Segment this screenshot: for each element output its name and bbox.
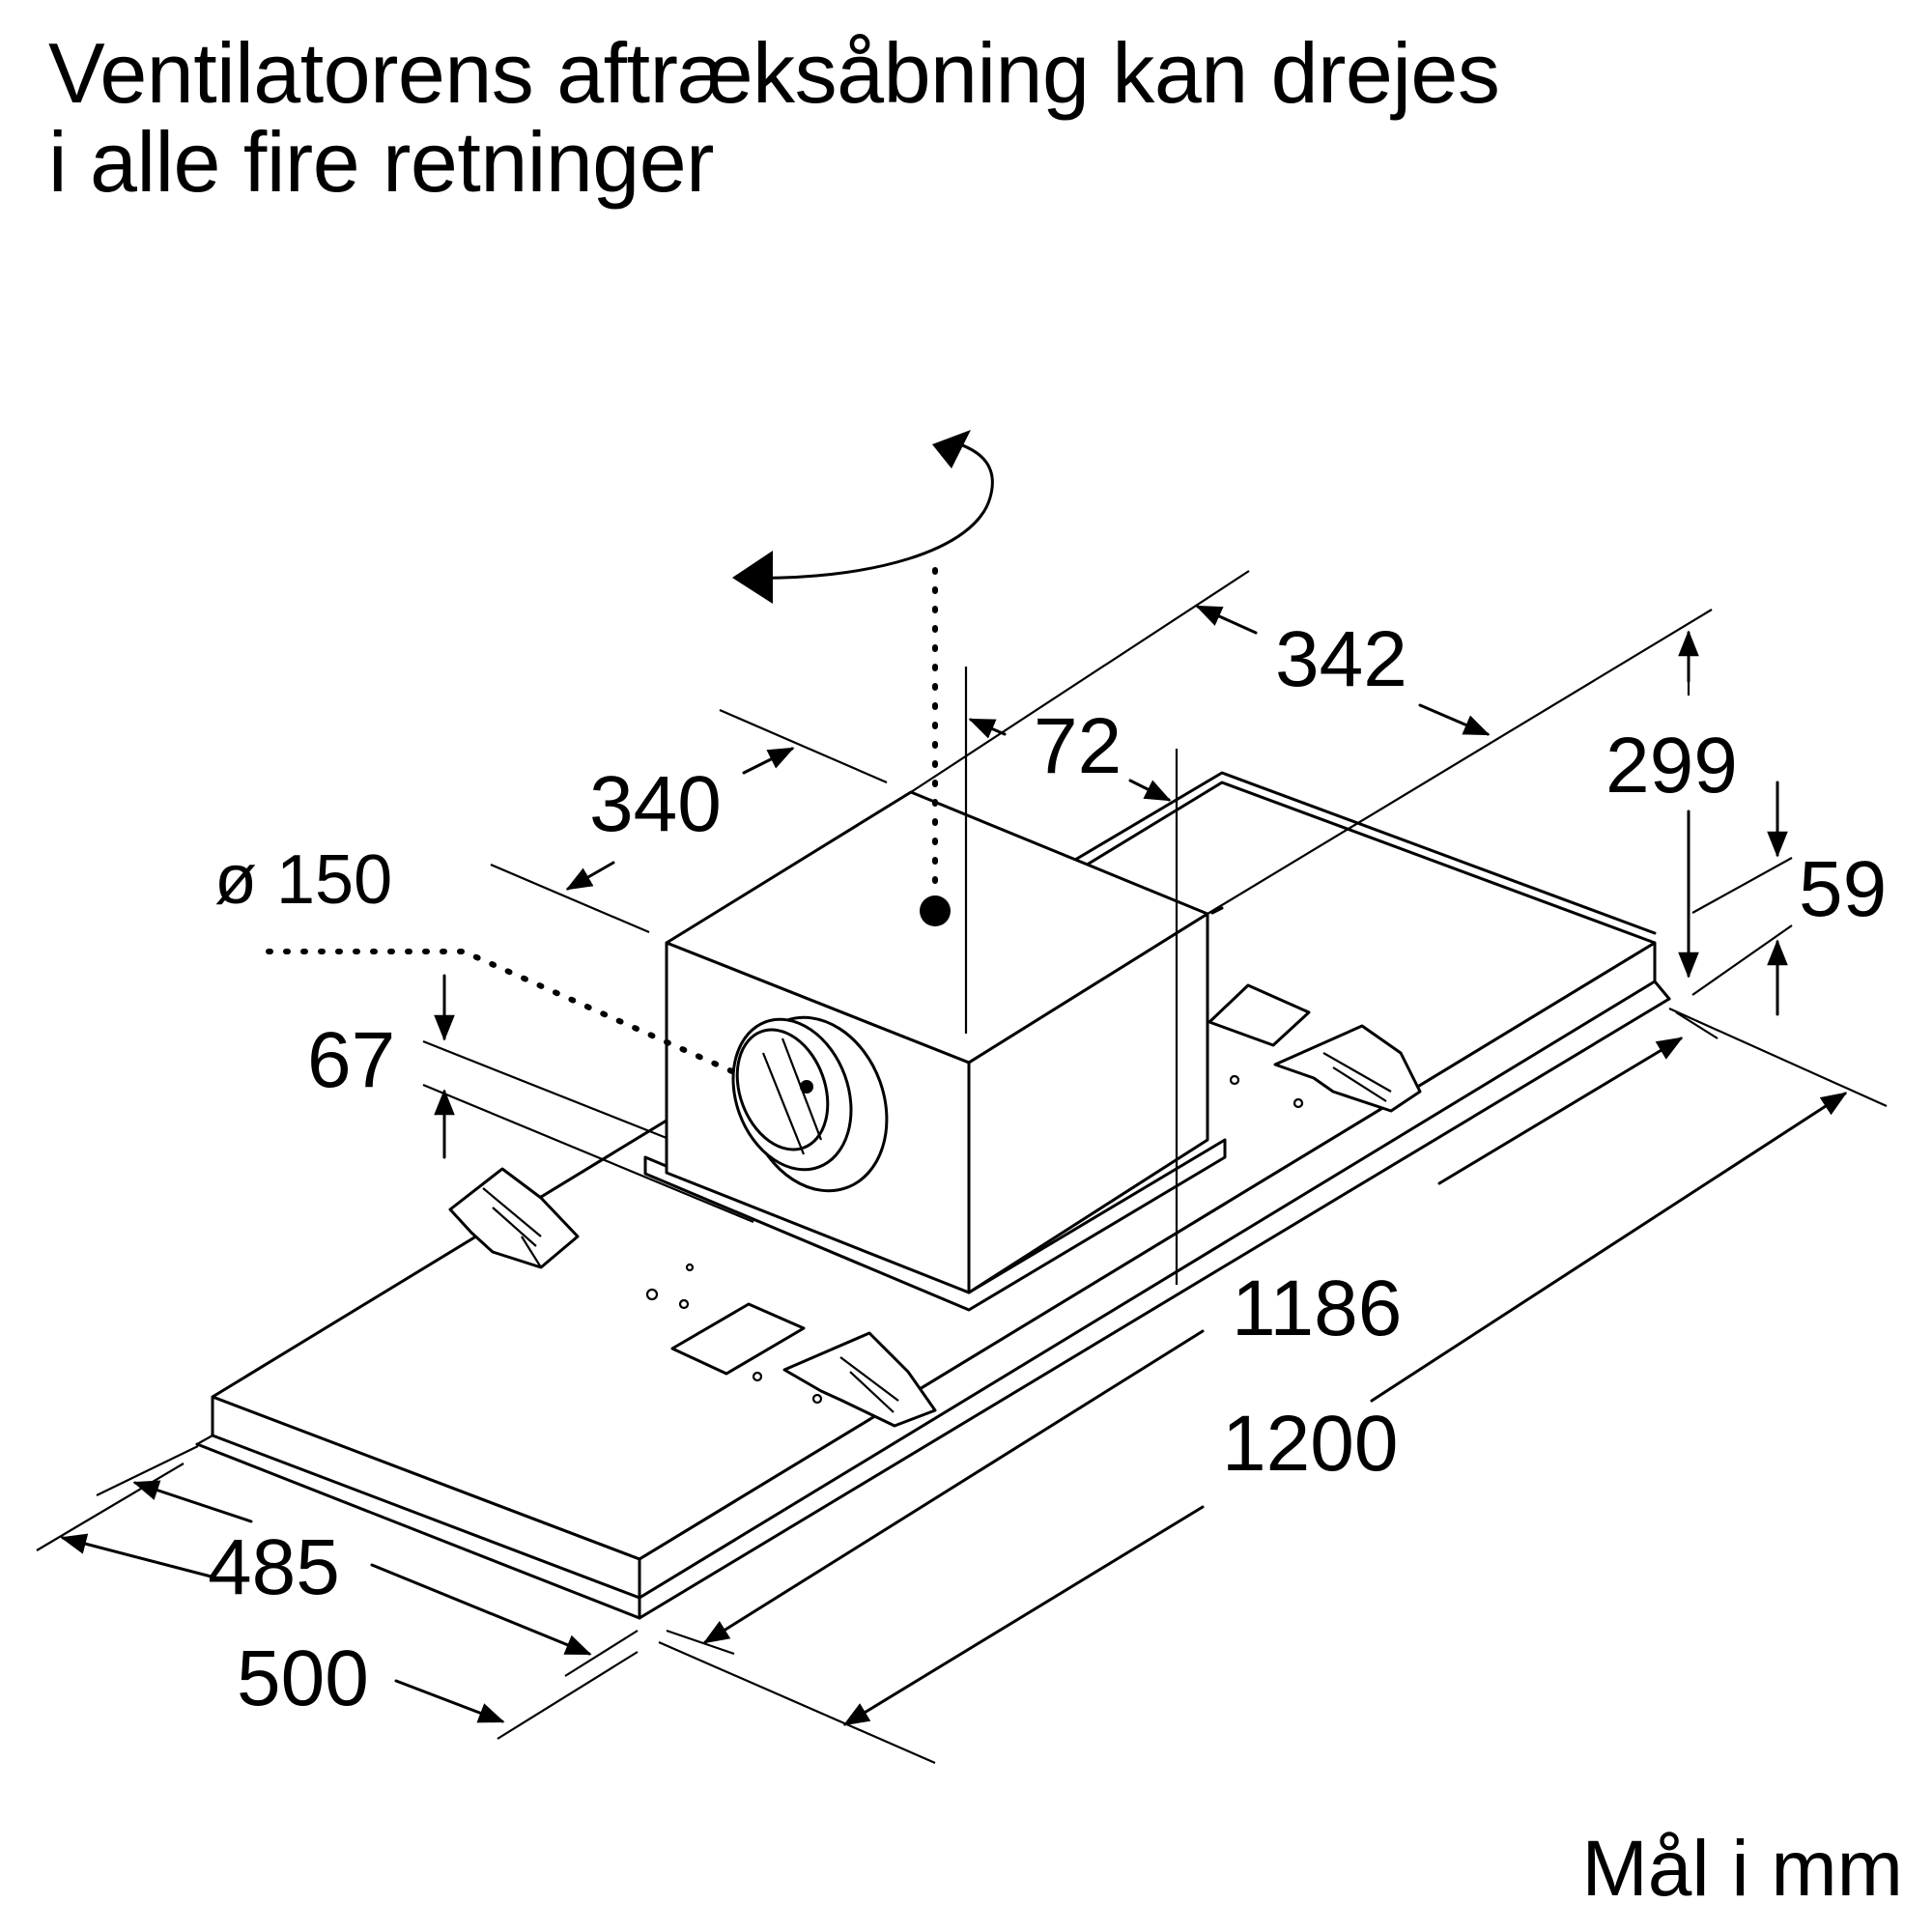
dimension-1186-label: 1186 xyxy=(1232,1264,1402,1352)
mounting-bracket-left xyxy=(448,1167,580,1269)
dimension-150-label: ø 150 xyxy=(214,841,392,919)
dimension-67-label: 67 xyxy=(307,1016,395,1104)
dimension-342-label: 342 xyxy=(1275,615,1407,703)
mounting-bracket-front xyxy=(782,1331,937,1428)
dimension-72: 72 xyxy=(964,667,1179,1285)
rotation-arrow-icon xyxy=(732,430,994,926)
units-label: Mål i mm xyxy=(1581,1825,1903,1913)
mounting-bracket-right xyxy=(1273,1024,1422,1113)
dimension-1186: 1186 xyxy=(666,1011,1719,1656)
dimension-485: 485 xyxy=(96,1445,639,1677)
dimension-342: 342 xyxy=(910,570,1713,915)
air-outlet-spigot xyxy=(731,1015,889,1193)
dimension-59: 59 xyxy=(1691,781,1887,1016)
fan-box xyxy=(643,790,1227,1312)
dimension-diameter-150: ø 150 xyxy=(214,841,737,1075)
dimension-59-label: 59 xyxy=(1799,845,1887,933)
dimension-340: 340 xyxy=(490,708,888,934)
heading-line-1: Ventilatorens aftræksåbning kan drejes xyxy=(48,25,1500,121)
dimension-299: 299 xyxy=(1605,630,1738,979)
filter-pad-rear xyxy=(1208,983,1311,1047)
dimension-1200: 1200 xyxy=(658,1007,1888,1765)
filter-pad-front xyxy=(670,1302,806,1376)
diagram-heading: Ventilatorens aftræksåbning kan drejes i… xyxy=(48,25,1500,210)
dimension-67: 67 xyxy=(307,974,754,1224)
dimension-1200-label: 1200 xyxy=(1222,1400,1398,1488)
dimension-72-label: 72 xyxy=(1034,702,1122,790)
screw-holes xyxy=(645,1074,1304,1405)
dimension-500: 500 xyxy=(36,1463,639,1740)
dimension-485-label: 485 xyxy=(208,1523,340,1611)
dimension-500-label: 500 xyxy=(237,1634,369,1722)
rear-plenum xyxy=(1073,771,1657,935)
dimension-299-label: 299 xyxy=(1605,722,1738,810)
dimension-340-label: 340 xyxy=(589,760,722,848)
heading-line-2: i alle fire retninger xyxy=(48,114,714,210)
